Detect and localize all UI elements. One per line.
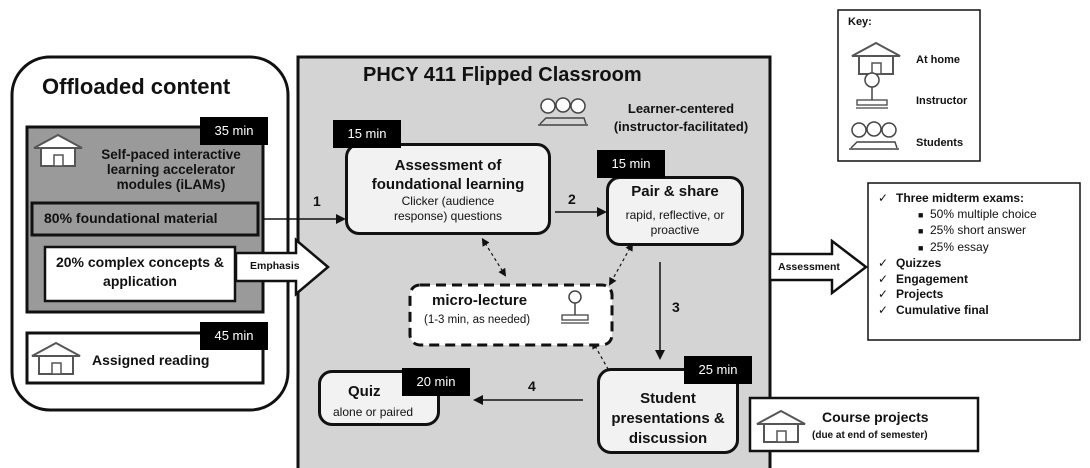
classroom-title: PHCY 411 Flipped Classroom	[363, 64, 642, 86]
assessment-arrow	[768, 238, 869, 296]
presentations-time: 25 min	[684, 356, 752, 384]
key-home-label: At home	[916, 54, 960, 66]
list-item: ✓Quizzes	[878, 256, 942, 270]
micro-lecture-subtitle: (1-3 min, as needed)	[424, 314, 531, 326]
instructor-icon	[856, 72, 888, 109]
micro-lecture-title: micro-lecture	[432, 292, 528, 309]
students-icon	[849, 121, 899, 150]
pair-subtitle: rapid, reflective, or proactive	[625, 208, 725, 237]
assessment-arrow-label: Assessment	[778, 261, 840, 273]
course-projects-subtitle: (due at end of semester)	[812, 430, 928, 441]
students-icon	[538, 97, 588, 126]
assessment-list: ✓Three midterm exams: ■50% multiple choi…	[878, 191, 1078, 318]
complex-box	[43, 245, 237, 303]
list-item: ■25% short answer	[918, 223, 1027, 237]
foundational-box	[30, 201, 260, 237]
course-projects-title: Course projects	[822, 409, 929, 425]
list-item: ✓Three midterm exams:	[878, 191, 1025, 205]
step-4: 4	[528, 378, 536, 394]
assessment-box	[345, 143, 551, 235]
emphasis-arrow	[234, 237, 330, 297]
quiz-title: Quiz	[348, 383, 381, 400]
foundational-label: 80% foundational material	[44, 210, 218, 226]
reading-time: 45 min	[200, 322, 268, 350]
list-item: ✓Projects	[878, 287, 944, 301]
list-item: ✓Cumulative final	[878, 302, 989, 317]
pair-time: 15 min	[597, 150, 665, 178]
ilam-time: 35 min	[200, 117, 268, 145]
presentations-title: Student presentations & discussion	[611, 390, 725, 447]
quiz-subtitle: alone or paired	[333, 405, 414, 419]
key-students-label: Students	[916, 137, 964, 149]
quiz-time: 20 min	[402, 368, 470, 396]
emphasis-label: Emphasis	[250, 260, 300, 272]
complex-label: 20% complex concepts & application	[55, 254, 225, 289]
learner-centered: Learner-centered (instructor-facilitated…	[613, 101, 749, 134]
list-item: ✓Engagement	[878, 271, 969, 286]
assessment-time: 15 min	[333, 120, 401, 148]
pair-title: Pair & share	[631, 183, 719, 200]
quiz-box	[318, 370, 440, 426]
list-item: ■25% essay	[918, 239, 989, 254]
list-item: ■50% multiple choice	[918, 206, 1037, 221]
micro-lecture-box	[408, 283, 614, 347]
ilam-title: Self-paced interactive learning accelera…	[101, 147, 241, 192]
reading-label: Assigned reading	[92, 352, 210, 368]
instructor-icon	[561, 290, 589, 324]
step-1: 1	[313, 193, 321, 209]
offloaded-title: Offloaded content	[42, 74, 231, 99]
assessment-title: Assessment of foundational learning	[371, 157, 525, 193]
pair-share-box	[606, 176, 744, 246]
step-3: 3	[672, 299, 680, 315]
key-instructor-label: Instructor	[916, 95, 968, 107]
assessment-subtitle: Clicker (audience response) questions	[393, 194, 503, 223]
key-title: Key:	[848, 16, 872, 28]
step-2: 2	[568, 191, 576, 207]
assessments-box	[867, 182, 1081, 341]
